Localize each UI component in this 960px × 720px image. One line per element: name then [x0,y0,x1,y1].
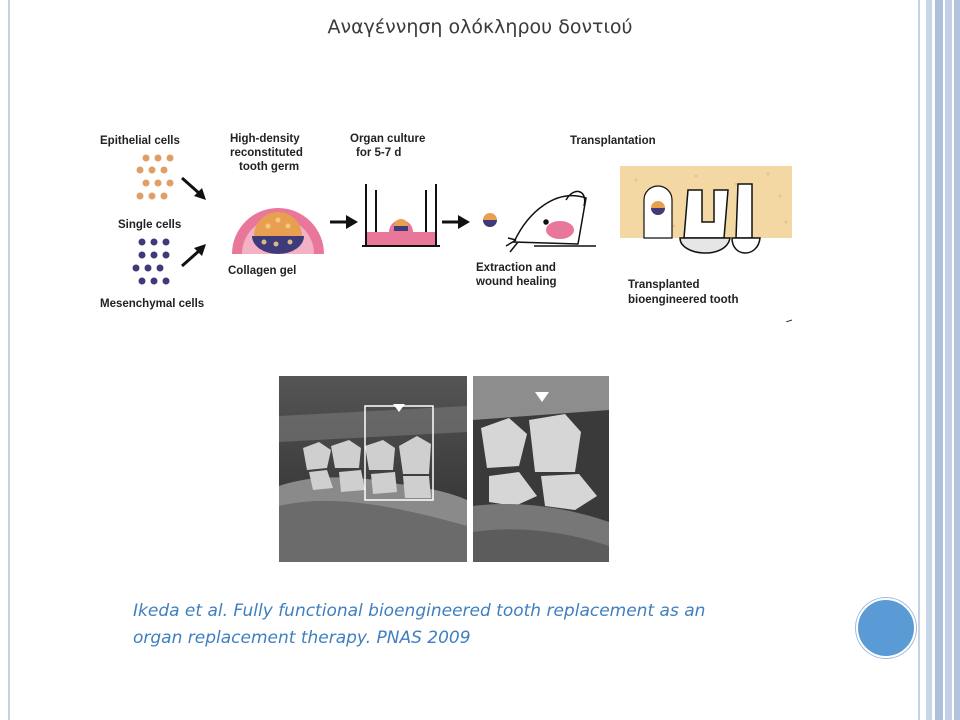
diagram-mark [786,320,792,322]
arrow-icon [330,215,358,229]
diagram-svg: Epithelial cells Single cells Mesenchyma… [96,126,796,322]
arrow-icon [182,178,206,266]
slide-right-border [918,0,920,720]
microct-zoom-image [473,376,609,562]
tooth-regeneration-diagram: Epithelial cells Single cells Mesenchyma… [96,126,796,322]
mesenchymal-cells-icon [133,239,170,285]
citation-line-2: organ replacement therapy. PNAS 2009 [133,625,833,652]
epithelial-cells-icon [137,155,174,200]
mouse-icon [506,191,596,252]
microct-images [279,376,609,562]
molar-tooth-icon [680,184,760,253]
microct-overview-image [279,376,467,562]
label-transplanted-1: Transplanted [628,279,700,291]
label-single-cells: Single cells [118,219,181,231]
label-germ-1: High-density [230,133,300,145]
citation-text: Ikeda et al. Fully functional bioenginee… [133,598,833,652]
slide-left-border [8,0,10,720]
label-culture-2: for 5-7 d [356,147,401,159]
label-extraction-1: Extraction and [476,262,556,274]
decorative-circle [856,598,916,658]
label-epithelial-cells: Epithelial cells [100,135,180,147]
label-germ-3: tooth germ [239,161,299,173]
label-germ-2: reconstituted [230,147,303,159]
arrow-icon [442,215,470,229]
organ-culture-dish-icon [362,184,440,246]
decorative-stripes [926,0,960,720]
label-transplantation: Transplantation [570,135,656,147]
microct-svg [279,376,609,562]
label-transplanted-2: bioengineered tooth [628,294,739,306]
label-extraction-2: wound healing [475,276,557,288]
slide-title: Αναγέννηση ολόκληρου δοντιού [180,16,780,38]
tooth-germ-dome-icon [232,208,324,254]
label-culture-1: Organ culture [350,133,425,145]
label-mesenchymal-cells: Mesenchymal cells [100,298,204,310]
label-collagen-gel: Collagen gel [228,265,296,277]
tooth-germ-icon [483,213,497,227]
citation-line-1: Ikeda et al. Fully functional bioenginee… [133,598,833,625]
